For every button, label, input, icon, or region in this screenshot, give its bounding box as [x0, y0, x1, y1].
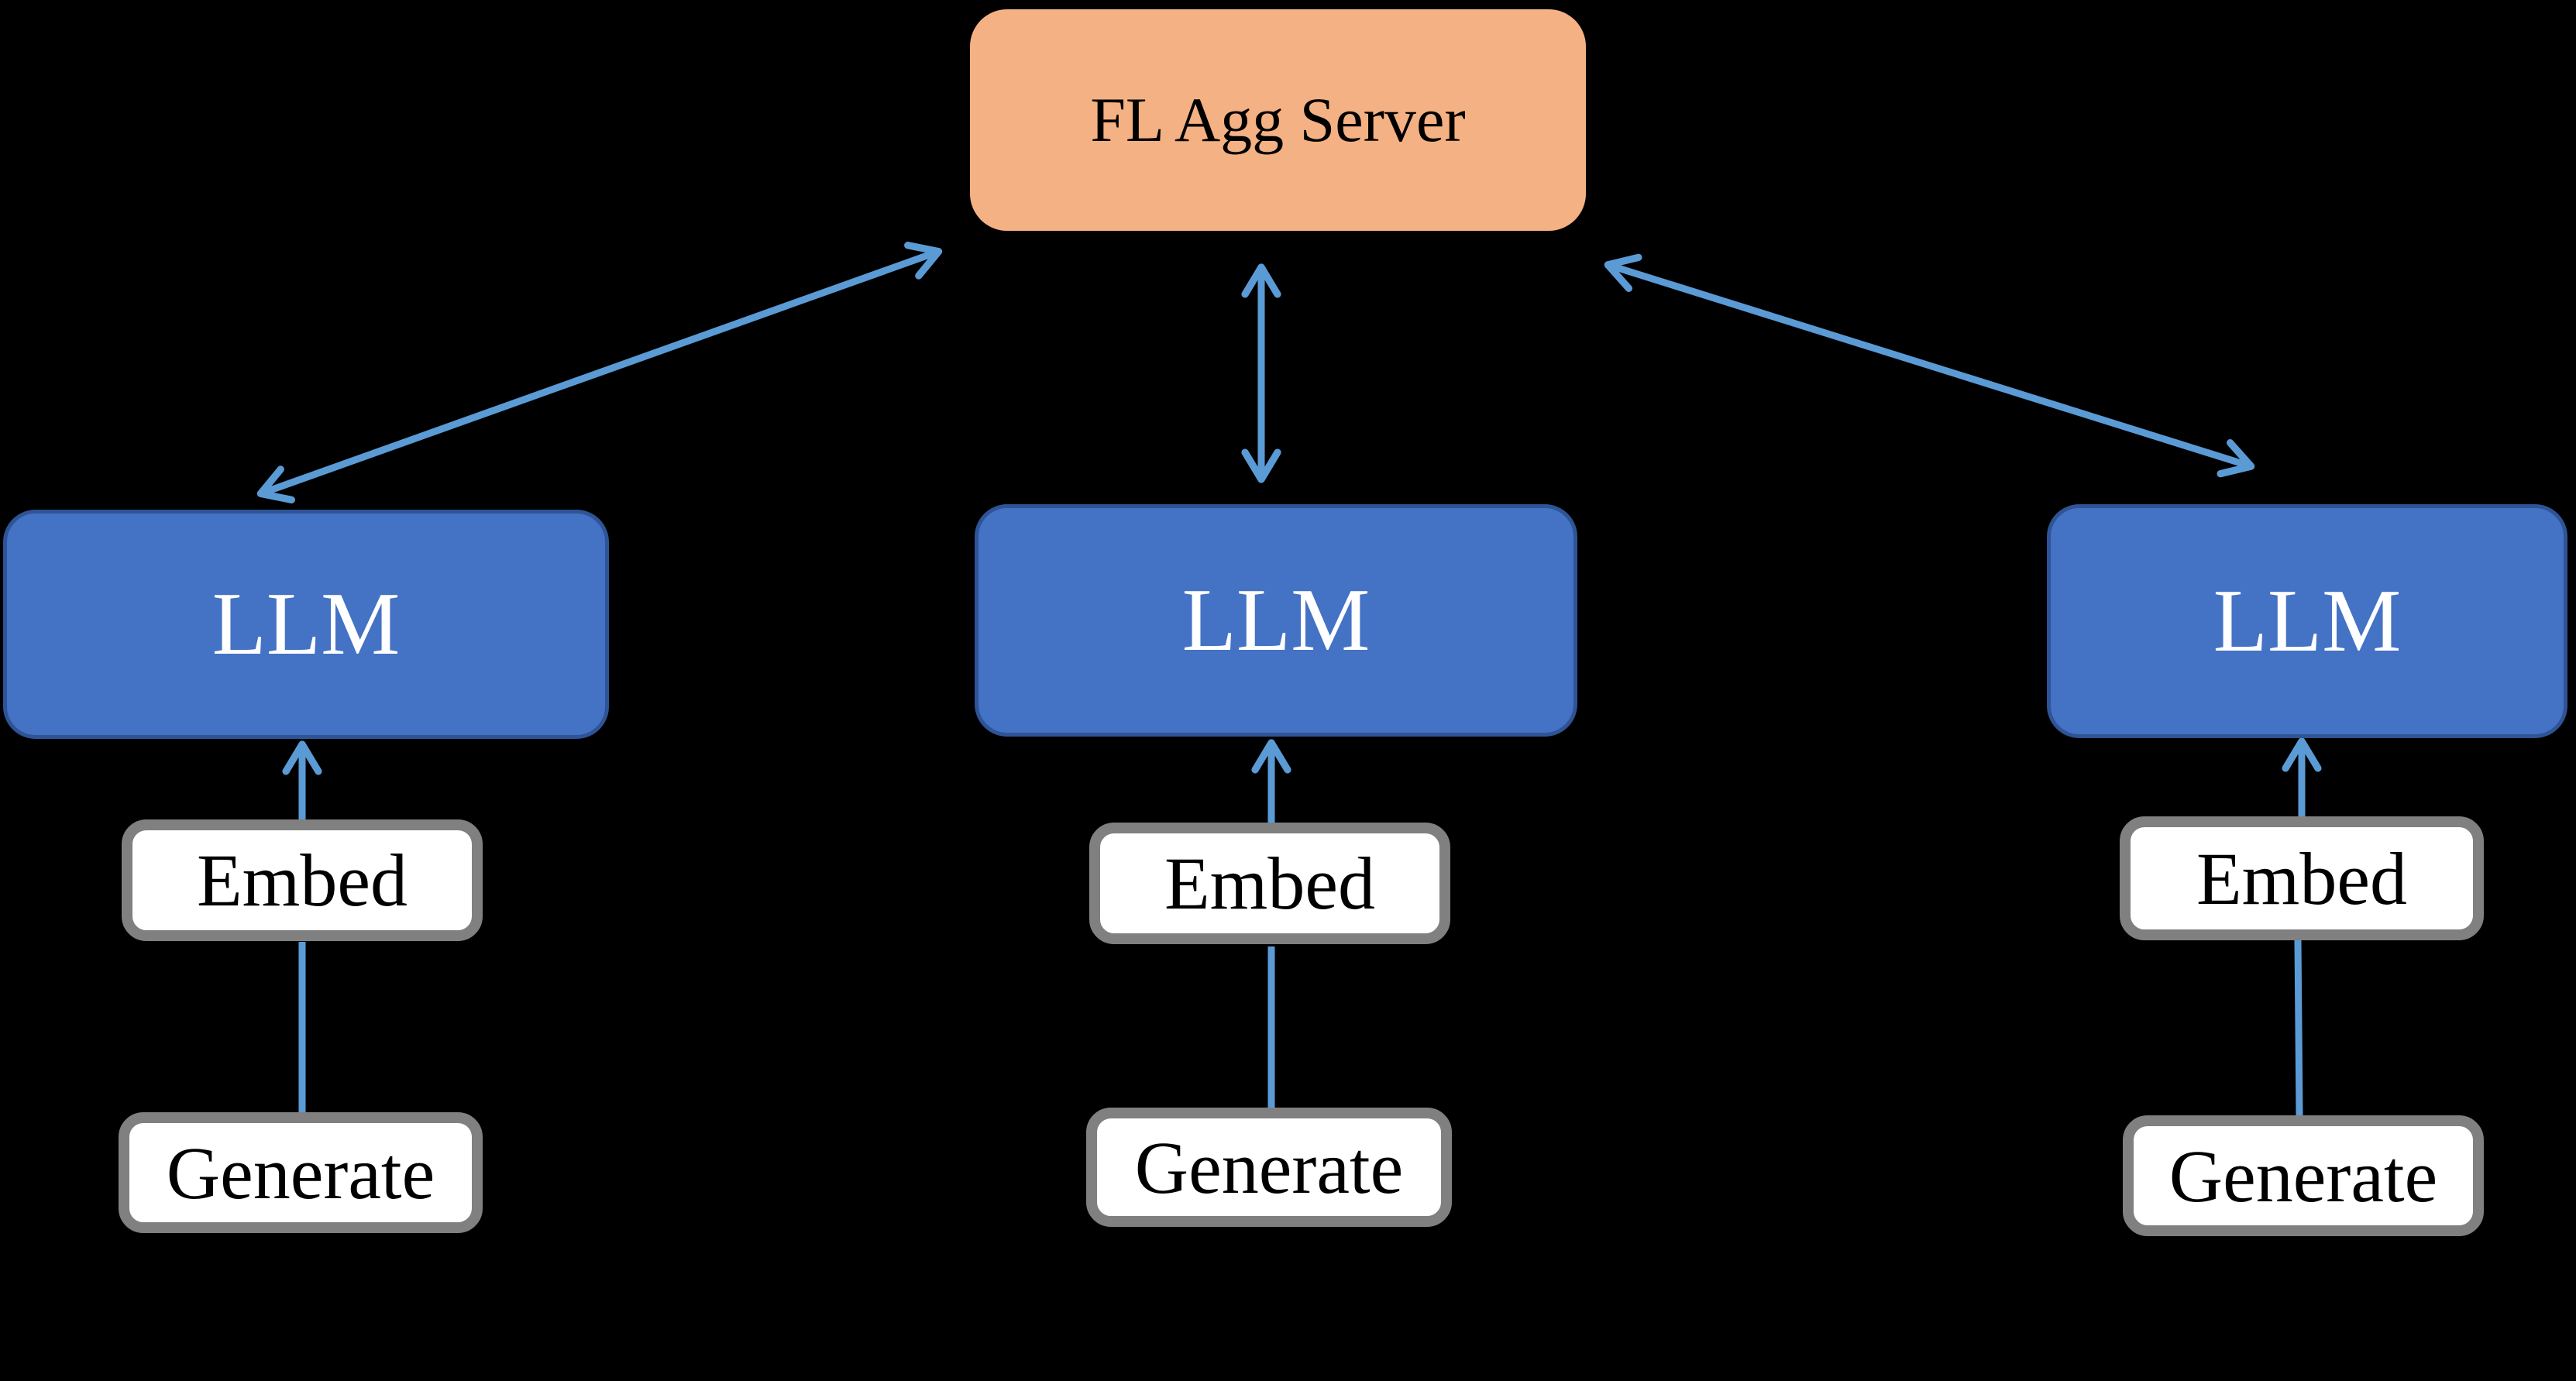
- embed-box-right: Embed: [2120, 816, 2484, 940]
- generate-box-left: Generate: [119, 1112, 483, 1233]
- line-generate-embed-right: [2294, 940, 2303, 1116]
- generate-box-right: Generate: [2123, 1115, 2484, 1236]
- generate-label-right: Generate: [2168, 1134, 2438, 1218]
- embed-box-middle: Embed: [1089, 823, 1450, 944]
- embed-label-right: Embed: [2196, 837, 2407, 920]
- embed-label-middle: Embed: [1164, 842, 1375, 925]
- fl-agg-server-label: FL Agg Server: [1090, 84, 1466, 155]
- embed-box-left: Embed: [122, 819, 483, 941]
- generate-label-middle: Generate: [1134, 1125, 1404, 1209]
- llm-box-left: LLM: [3, 510, 609, 739]
- generate-label-left: Generate: [166, 1131, 435, 1214]
- generate-box-middle: Generate: [1086, 1108, 1452, 1227]
- arrow-server-llm-right: [1604, 253, 2255, 478]
- llm-box-right: LLM: [2047, 504, 2567, 738]
- fl-agg-server-box: FL Agg Server: [970, 9, 1586, 231]
- llm-label-right: LLM: [2213, 572, 2402, 670]
- llm-box-middle: LLM: [975, 504, 1577, 737]
- llm-label-middle: LLM: [1181, 571, 1371, 669]
- arrow-server-llm-left: [256, 242, 943, 503]
- llm-label-left: LLM: [212, 575, 401, 673]
- embed-label-left: Embed: [197, 839, 408, 922]
